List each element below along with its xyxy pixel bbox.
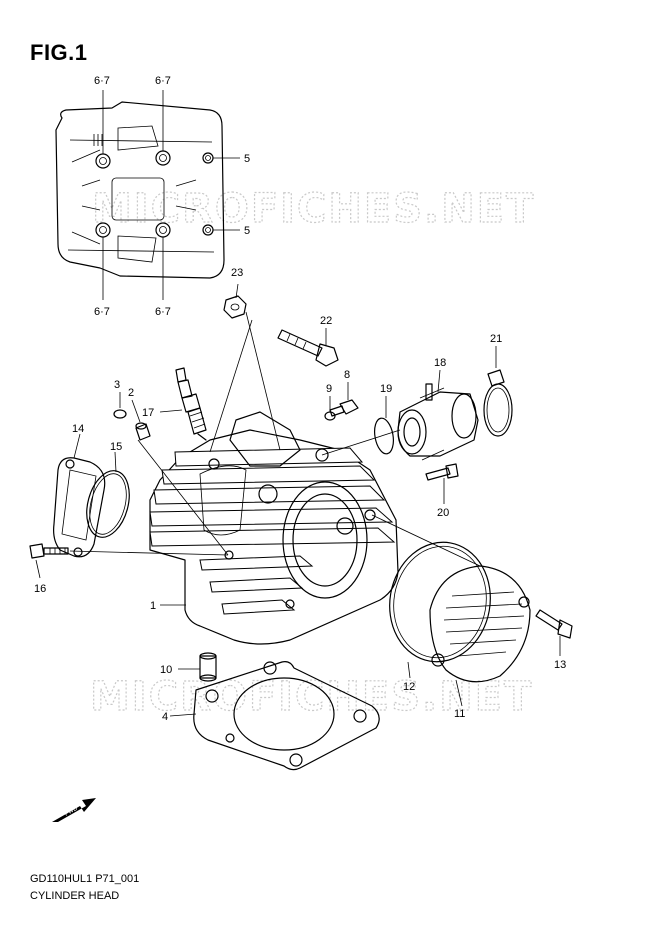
watermark-bottom: MICROFICHES.NET	[90, 674, 533, 720]
callout-4: 4	[162, 711, 168, 723]
callout-6-7-b: 6·7	[155, 75, 171, 87]
callout-5-a: 5	[244, 153, 250, 165]
callouts: 6·7 6·7 5 5 6·7 6·7 23 22 18 21 3 2 9 8 …	[34, 75, 566, 723]
figure-title: FIG.1	[30, 40, 88, 65]
side-cover-14	[53, 457, 106, 558]
o-ring-15	[86, 470, 130, 538]
callout-18: 18	[434, 357, 446, 369]
bolt-13	[535, 609, 573, 639]
callout-15: 15	[110, 441, 122, 453]
callout-20: 20	[437, 507, 449, 519]
callout-2: 2	[128, 387, 134, 399]
callout-14: 14	[72, 423, 84, 435]
cylinder-head-gasket	[193, 661, 380, 771]
callout-23: 23	[231, 267, 243, 279]
callout-6-7-c: 6·7	[94, 306, 110, 318]
callout-3: 3	[114, 379, 120, 391]
nut-23	[223, 295, 247, 319]
callout-5-b: 5	[244, 225, 250, 237]
callout-1: 1	[150, 600, 156, 612]
fwd-label: FWD	[64, 805, 79, 817]
callout-21: 21	[490, 333, 502, 345]
cylinder-head	[149, 411, 399, 645]
intake-pipe-18	[397, 383, 479, 461]
spark-plug	[175, 367, 207, 441]
gasket-washer	[113, 409, 127, 419]
drawing-name: CYLINDER HEAD	[30, 890, 120, 902]
callout-6-7-d: 6·7	[155, 306, 171, 318]
bolt-20	[425, 463, 459, 481]
callout-13: 13	[554, 659, 566, 671]
callout-6-7-a: 6·7	[94, 75, 110, 87]
clamp-21	[483, 369, 513, 437]
o-ring-12	[389, 541, 491, 663]
leader-lines	[35, 283, 561, 717]
callout-11: 11	[454, 708, 465, 720]
callout-12: 12	[403, 681, 415, 693]
drawing-code: GD110HUL1 P71_001	[30, 873, 140, 885]
callout-9: 9	[326, 383, 332, 395]
dowel-pipe-2	[135, 422, 151, 441]
callout-16: 16	[34, 583, 46, 595]
bolt-22	[277, 329, 339, 367]
callout-10: 10	[160, 664, 172, 676]
watermark-top: MICROFICHES.NET	[92, 186, 535, 232]
o-ring-19	[374, 417, 394, 455]
dowel-pin-10	[199, 652, 217, 682]
bolt-8	[329, 399, 359, 417]
head-cover-11	[429, 565, 531, 683]
cylinder-head-top-view	[55, 101, 225, 279]
callout-22: 22	[320, 315, 332, 327]
fwd-arrow: FWD	[52, 798, 96, 822]
callout-19: 19	[380, 383, 392, 395]
callout-8: 8	[344, 369, 350, 381]
top-view-leaders	[102, 90, 240, 300]
bolt-16	[29, 543, 69, 559]
callout-17: 17	[142, 407, 154, 419]
